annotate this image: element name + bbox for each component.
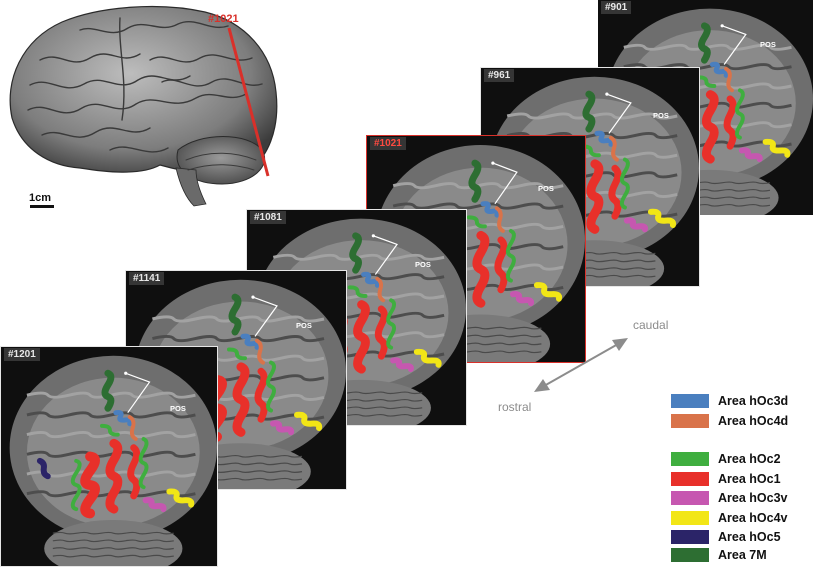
slice-label: #961	[484, 69, 515, 82]
gyri-pattern	[27, 17, 263, 171]
brainstem	[175, 167, 207, 207]
legend-label-hoc4d: Area hOc4d	[718, 414, 789, 428]
pos-label: POS	[415, 260, 431, 269]
legend-swatch-hoc2	[671, 452, 709, 466]
direction-arrows	[534, 338, 628, 392]
legend-swatch-hoc3d	[671, 394, 709, 408]
legend-swatch-hoc3v	[671, 491, 709, 505]
pos-label: POS	[538, 184, 554, 193]
legend-label-7m: Area 7M	[718, 548, 767, 562]
slice-panel-1201: #1201	[0, 346, 218, 567]
legend-label-hoc1: Area hOc1	[718, 472, 781, 486]
legend-swatch-hoc1	[671, 472, 709, 486]
legend-swatch-hoc5	[671, 530, 709, 544]
legend-swatch-hoc4v	[671, 511, 709, 525]
slice-label: #901	[601, 1, 632, 14]
slice-label: #1141	[129, 272, 165, 285]
brain-photo	[9, 5, 278, 208]
legend-swatch-hoc4d	[671, 414, 709, 428]
cut-line	[227, 27, 270, 177]
legend-label-hoc3v: Area hOc3v	[718, 491, 788, 505]
pos-label: POS	[760, 40, 776, 49]
scale-bar	[30, 205, 54, 208]
legend-label-hoc4v: Area hOc4v	[718, 511, 788, 525]
cut-label: #1021	[208, 13, 239, 25]
slice-label: #1021	[370, 137, 406, 150]
rostral-arrowhead	[534, 379, 550, 392]
caudal-arrowhead	[612, 338, 628, 351]
legend-label-hoc5: Area hOc5	[718, 530, 781, 544]
cerebrum	[9, 5, 278, 175]
legend-label-hoc2: Area hOc2	[718, 452, 781, 466]
slice-label: #1201	[4, 348, 40, 361]
pos-label: POS	[170, 404, 186, 413]
slice-label: #1081	[250, 211, 286, 224]
legend-label-hoc3d: Area hOc3d	[718, 394, 789, 408]
pos-label: POS	[653, 111, 669, 120]
slice-drawing	[9, 355, 217, 566]
caudal-label: caudal	[633, 318, 669, 332]
legend-swatch-7m	[671, 548, 709, 562]
scale-bar-label: 1cm	[29, 192, 52, 204]
rostral-label: rostral	[498, 400, 532, 414]
pos-label: POS	[296, 321, 312, 330]
